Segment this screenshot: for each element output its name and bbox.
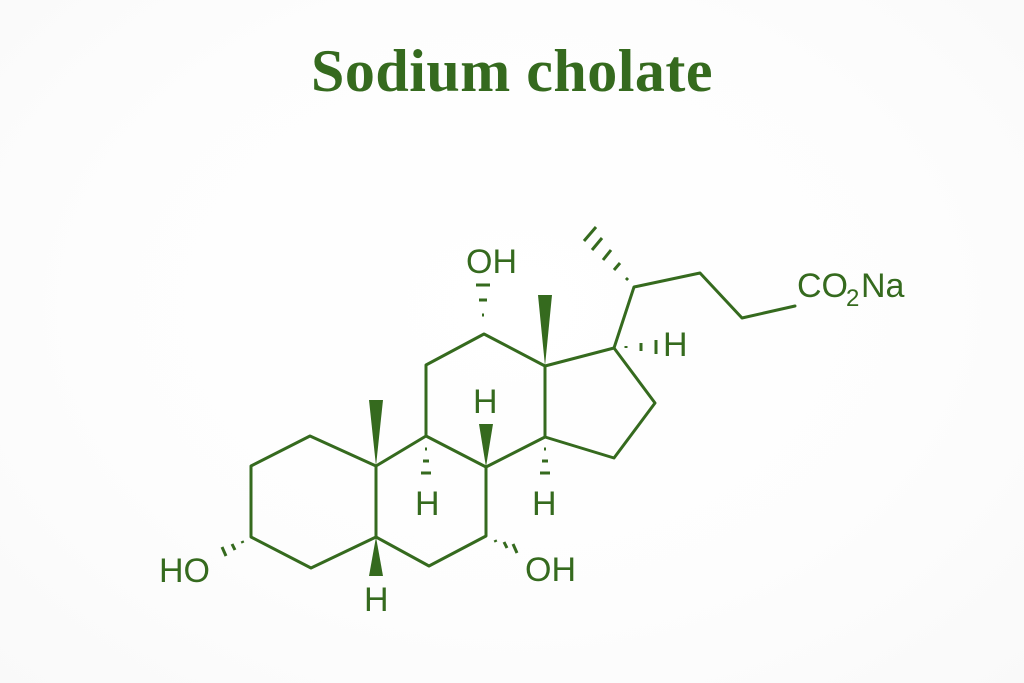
label-ho-c3: HO <box>159 552 210 590</box>
c12-oh-hash <box>476 283 490 317</box>
ring-a <box>249 434 378 570</box>
label-subscript-2: 2 <box>846 285 859 312</box>
ring-c <box>424 332 547 469</box>
c7-oh-hash <box>493 539 519 554</box>
side-chain <box>612 271 797 350</box>
c9-h-hash <box>421 447 431 475</box>
label-h-c14: H <box>532 485 557 523</box>
label-h-c9: H <box>415 485 440 523</box>
c14-h-hash <box>540 447 550 475</box>
label-carboxylate: CO 2 Na <box>797 267 905 312</box>
c17-h-hash <box>624 340 658 354</box>
c13-methyl-wedge <box>538 295 552 366</box>
c8-h-wedge <box>479 424 493 467</box>
ring-d <box>543 346 657 460</box>
label-oh-c12: OH <box>466 243 517 281</box>
label-co: CO <box>797 267 848 305</box>
label-oh-c7: OH <box>525 551 576 589</box>
label-h-c5: H <box>364 581 389 619</box>
label-h-c17: H <box>663 326 688 364</box>
page-title: Sodium cholate <box>310 38 714 104</box>
label-h-c8: H <box>473 383 498 421</box>
ring-b <box>374 434 488 568</box>
c20-methyl-hash <box>582 226 630 282</box>
c10-methyl-wedge <box>369 400 383 466</box>
c5-h-wedge <box>369 537 383 576</box>
label-na: Na <box>861 267 905 305</box>
c3-oh-hash <box>220 540 245 557</box>
